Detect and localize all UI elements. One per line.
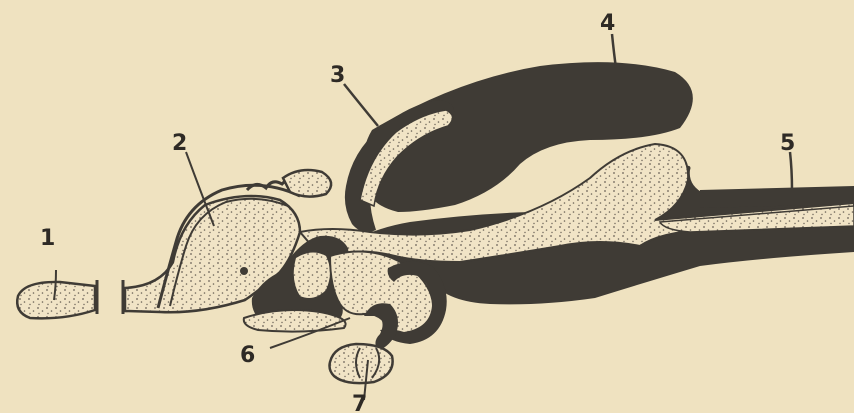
label-5: 5 <box>780 131 795 156</box>
dark-spot <box>240 267 248 275</box>
label-7: 7 <box>352 392 367 413</box>
structure-7 <box>330 344 393 383</box>
label-1: 1 <box>40 226 55 251</box>
label-3: 3 <box>330 63 345 88</box>
label-4: 4 <box>600 11 615 36</box>
dorsal-lobe-small <box>283 170 331 197</box>
label-6: 6 <box>240 343 255 368</box>
midbrain-inner-lobe <box>294 252 330 298</box>
label-2: 2 <box>172 131 187 156</box>
